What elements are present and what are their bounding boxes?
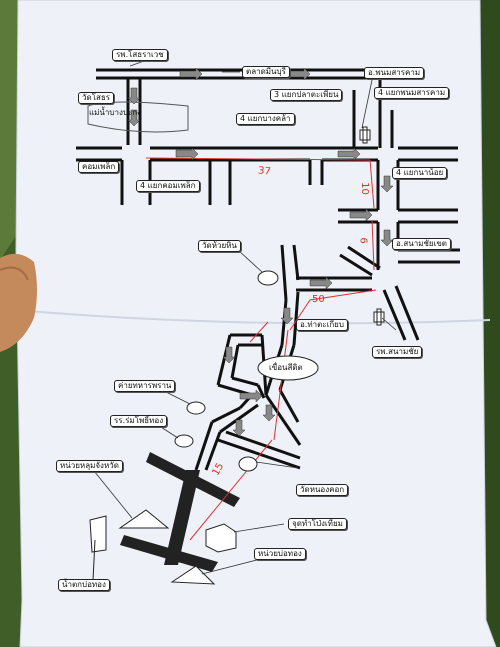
- label-intersection-na-noi: 4 แยกนาน้อย: [392, 167, 448, 179]
- label-hospital-sanam-chai: รพ.สนามชัย: [372, 346, 423, 358]
- highway-bars: [120, 452, 240, 572]
- label-intersection-plaa-takhian: 3 แยกปลาตะเพียน: [270, 89, 343, 101]
- distance-10: 10: [358, 182, 370, 195]
- label-ranger-camp: ค่ายทหารพราน: [114, 380, 176, 392]
- label-unit-bo-thong: หน่วยบ่อทอง: [254, 548, 306, 560]
- label-school-rom-pho-thong: รร.ร่มโพธิ์ทอง: [110, 415, 168, 427]
- label-wat-huai-hin: วัดห้วยหิน: [198, 240, 241, 252]
- distance-50: 50: [312, 294, 325, 305]
- label-amphoe-phanom-sarakham: อ.พนมสารคาม: [364, 67, 425, 79]
- label-amphoe-tha-takiap: อ.ท่าตะเกียบ: [296, 319, 348, 331]
- distance-37: 37: [257, 165, 272, 178]
- label-hospital-sotthorawet: รพ.โสธราเวช: [112, 49, 168, 61]
- label-intersection-khom-phlek: 4 แยกคอมเพล็ก: [136, 180, 200, 192]
- label-checkpoint-pang-thiam: จุดทำโป่งเทียม: [288, 518, 347, 530]
- direction-arrows: [127, 67, 394, 437]
- label-intersection-bang-khla: 4 แยกบางคล้า: [236, 113, 295, 125]
- route-annotations: [145, 157, 377, 541]
- label-intersection-phanom-sarakham: 4 แยกพนมสารคาม: [374, 87, 450, 99]
- label-waterfall-bo-thong: น้ำตกบ่อทอง: [58, 579, 110, 591]
- label-market-meenburi: ตลาดมีนบุรี: [242, 66, 290, 78]
- label-wat-nong-khok: วัดหนองคอก: [296, 484, 349, 496]
- label-bang-pakong-river: แม่น้ำบางปะกง: [89, 108, 141, 117]
- label-khom-phlek: คอมเพล็ก: [78, 161, 120, 173]
- roads: [76, 68, 460, 471]
- landmarks: [89, 126, 385, 585]
- distance-6: 6: [357, 237, 369, 244]
- label-wat-sothon: วัดโสธร: [78, 92, 115, 104]
- label-unit-huai-mu-chang-wat: หน่วยหลุมจังหวัด: [56, 460, 123, 472]
- label-khuean-si-dit: เขื่อนสีดิต: [269, 363, 303, 372]
- label-amphoe-sanam-chai-khet: อ.สนามชัยเขต: [392, 238, 451, 250]
